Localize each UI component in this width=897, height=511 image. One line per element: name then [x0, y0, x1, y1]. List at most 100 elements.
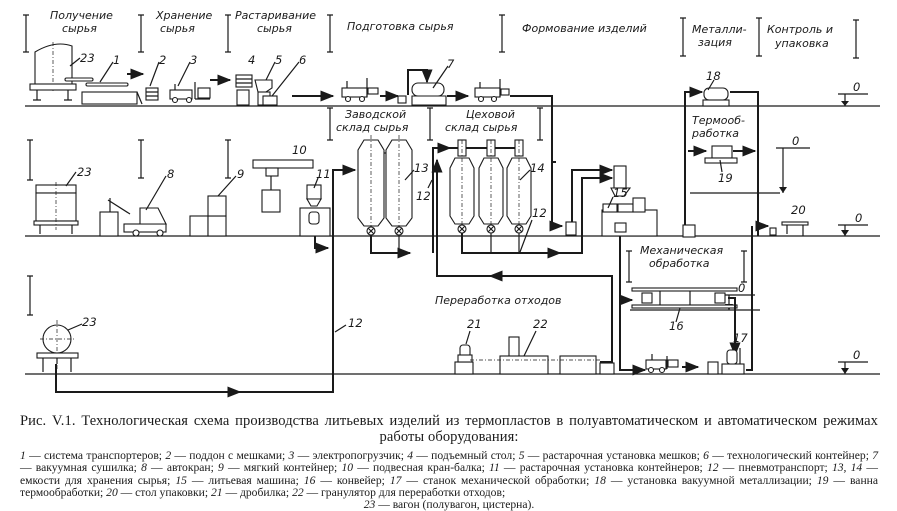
legend-number: 18	[594, 473, 606, 487]
legend-item: 7 — вакуумная сушилка;	[20, 449, 878, 475]
pneumatic-line-to-shop	[510, 95, 556, 163]
legend-item: 17 — станок механической обработки;	[389, 473, 595, 487]
legend-number: 16	[303, 473, 316, 487]
number-12-right: 12	[532, 206, 547, 220]
stage-preparation: Подготовка сырья	[347, 20, 454, 33]
stage-heat-treatment: Термооб-работка	[691, 114, 745, 140]
pneumatic-line-12	[332, 164, 357, 374]
svg-text:0: 0	[792, 134, 799, 148]
vacuum-dryer-7	[407, 69, 447, 106]
machining-tool-17	[721, 226, 753, 375]
pneumatic-to-15	[549, 162, 564, 232]
legend-item: 15 — литьевая машина;	[175, 473, 304, 487]
legend-number: 9	[218, 461, 224, 475]
number-23-mid: 23	[77, 165, 92, 179]
conveyor-1	[64, 77, 143, 105]
legend-item: 11 — растарочная установка контейнеров;	[489, 461, 707, 475]
legend-number: 21	[210, 485, 223, 499]
pallet-2	[145, 87, 159, 101]
number-5: 5	[275, 53, 282, 67]
figure-caption: Рис. V.1. Технологическая схема производ…	[20, 413, 878, 445]
legend-item: 10 — подвесная кран-балка;	[341, 461, 489, 475]
metallization-unit-18	[684, 86, 759, 236]
container-box	[397, 95, 407, 104]
item-numbers: 23 1 2 3 4 5 6 7 8 9 10 11 23 13 12 14 1…	[65, 51, 806, 357]
legend-number: 20	[106, 485, 118, 499]
electric-loader-top-2	[474, 79, 510, 103]
number-23-low: 23	[82, 315, 97, 329]
svg-text:0: 0	[855, 211, 862, 225]
legend-item: 22 — гранулятор для переработки отходов;	[292, 485, 506, 499]
number-20: 20	[791, 203, 806, 217]
number-2: 2	[159, 53, 166, 67]
legend-item: 16 — конвейер;	[303, 473, 390, 487]
figure-number: Рис. V.1.	[20, 413, 76, 429]
flow-arrows-top	[127, 68, 470, 102]
level-mark: 0	[838, 80, 868, 106]
railcar-23-top	[29, 42, 77, 101]
stage-metallization: Металли-зация	[692, 23, 747, 49]
legend-number: 8	[141, 461, 147, 475]
legend-item: 6 — технологический контейнер;	[703, 449, 873, 462]
legend-item: 1 — система транспортеров;	[20, 449, 166, 462]
silo-14	[431, 139, 583, 265]
level-mark: 0	[776, 134, 810, 193]
legend-number: 17	[389, 473, 402, 487]
soft-container-9	[189, 195, 227, 237]
legend-number: 2	[165, 449, 172, 462]
silo	[357, 135, 385, 236]
legend-item: 4 — подъемный стол;	[407, 449, 519, 462]
legend-number: 13, 14	[831, 461, 863, 475]
legend-item: 5 — растарочная установка мешков;	[518, 449, 704, 462]
legend-item: 9 — мягкий контейнер;	[218, 461, 342, 475]
number-15: 15	[613, 186, 628, 200]
svg-text:0: 0	[853, 348, 860, 362]
legend-number: 11	[489, 461, 500, 475]
number-7: 7	[447, 57, 455, 71]
number-1: 1	[113, 53, 120, 67]
legend-number: 4	[407, 449, 414, 462]
legend-item: 2 — поддон с мешками;	[165, 449, 289, 462]
stage-waste-processing: Переработка отходов	[435, 294, 562, 307]
number-9: 9	[237, 167, 244, 181]
number-6: 6	[299, 53, 306, 67]
number-21: 21	[467, 317, 482, 331]
legend-number: 10	[341, 461, 354, 475]
legend-number: 5	[518, 449, 525, 462]
number-22: 22	[533, 317, 548, 331]
number-13: 13	[414, 161, 429, 175]
electric-loader-3	[169, 82, 211, 104]
svg-text:0: 0	[853, 80, 860, 94]
silo	[478, 139, 504, 234]
number-4: 4	[248, 53, 255, 67]
conveyor-16	[619, 287, 741, 357]
number-12-low: 12	[348, 316, 363, 330]
unit-receiver	[565, 221, 577, 236]
number-16: 16	[669, 319, 684, 333]
heat-treatment-bath-19	[688, 145, 757, 164]
legend-number: 6	[703, 449, 709, 462]
legend-item: 19 — ванна термообработки;	[20, 473, 878, 499]
crane-beam-10	[252, 159, 314, 213]
legend-number: 12	[706, 461, 719, 475]
autocrane-8	[99, 198, 167, 237]
legend-number: 3	[288, 449, 295, 462]
legend-item: 20 — стол упаковки;	[106, 485, 211, 499]
number-10: 10	[292, 143, 307, 157]
silo	[506, 139, 532, 234]
packing-table-20	[755, 220, 809, 236]
figure-legend: 1 — система транспортеров; 2 — поддон с …	[20, 449, 878, 511]
electric-loader-lower	[645, 354, 679, 374]
legend-item: 21 — дробилка;	[210, 485, 293, 499]
pneumatic-from-tank	[55, 364, 334, 393]
silo	[449, 139, 475, 234]
level-marks: 0 0 0 0 0	[722, 80, 868, 374]
legend-item: 3 — электропогрузчик;	[288, 449, 408, 462]
legend-item: 13, 14 — емкости для хранения сырья;	[20, 461, 878, 487]
